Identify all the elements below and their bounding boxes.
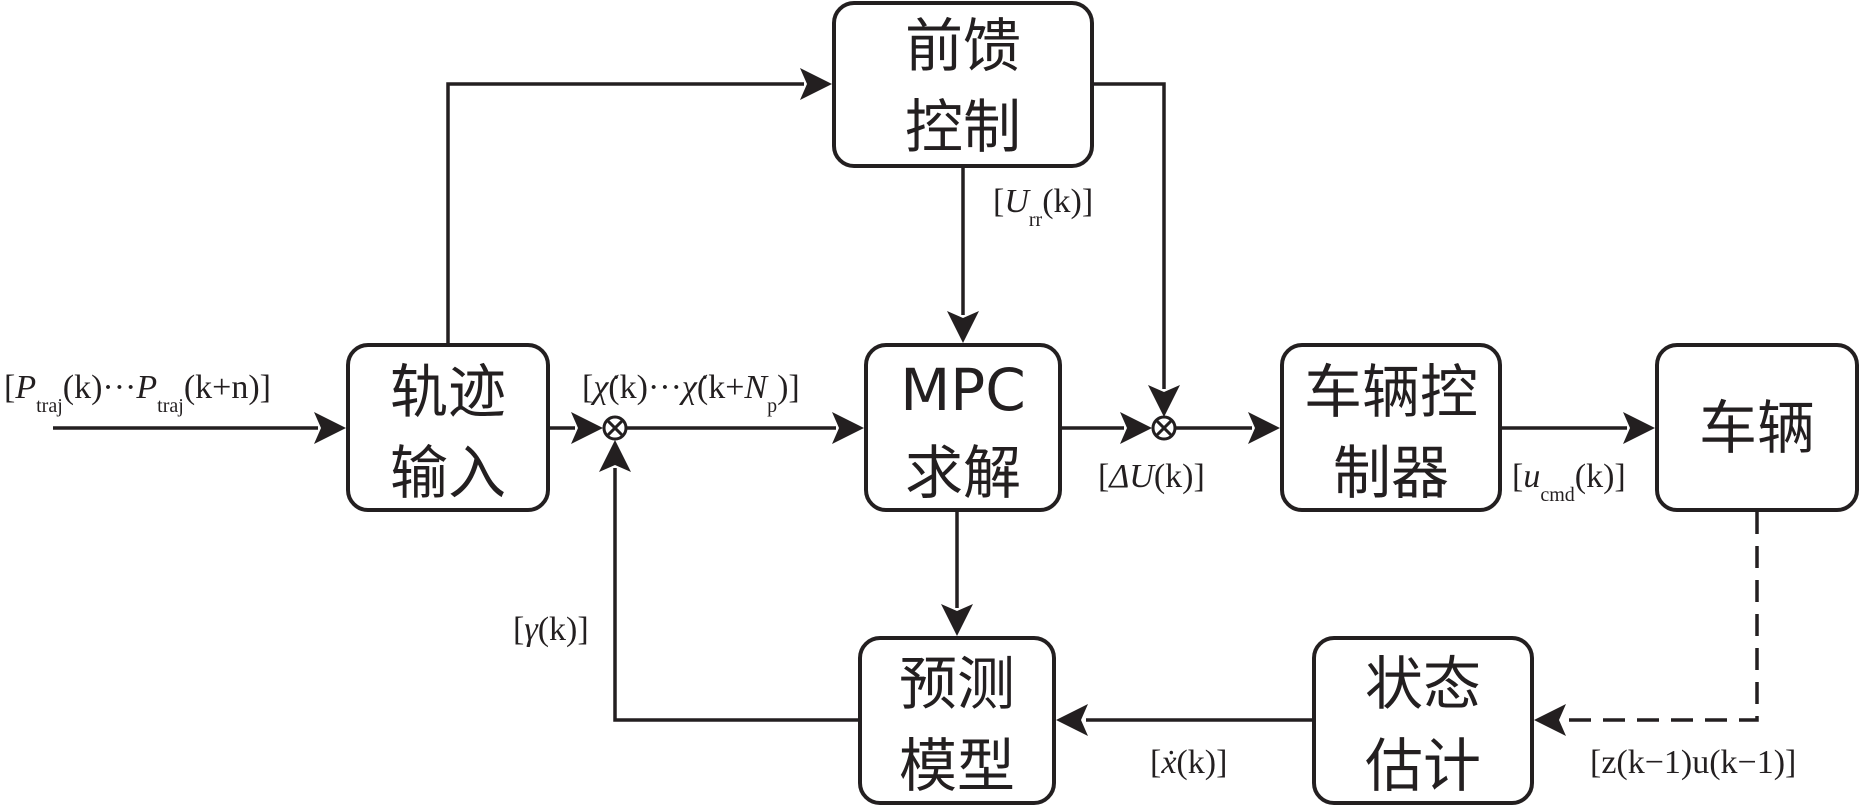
block-mpc-line1: MPC bbox=[900, 356, 1026, 424]
arrow-mpc-to-prediction bbox=[941, 510, 973, 636]
block-state-estimation-line2: 估计 bbox=[1365, 732, 1481, 800]
signal-label-estimated-state: [ẋ(k)] bbox=[1150, 744, 1227, 781]
block-mpc-solver: MPC 求解 bbox=[864, 343, 1062, 512]
block-vehicle-controller: 车辆控 制器 bbox=[1280, 343, 1502, 512]
block-trajectory-line1: 轨迹 bbox=[390, 358, 506, 426]
block-mpc-line2: 求解 bbox=[905, 439, 1021, 507]
block-state-estimation-line1: 状态 bbox=[1365, 650, 1481, 718]
signal-label-control-increment: [ΔU(k)] bbox=[1098, 458, 1205, 495]
signal-label-command: [ucmd(k)] bbox=[1512, 458, 1626, 506]
signal-label-trajectory-points: [Ptraj(k)···Ptraj(k+n)] bbox=[4, 369, 271, 417]
block-prediction-model: 预测 模型 bbox=[858, 636, 1056, 805]
arrow-trajectory-to-junction bbox=[548, 412, 603, 444]
arrow-junction-to-vehicle-controller bbox=[1175, 412, 1280, 444]
block-feedforward-control: 前馈 控制 bbox=[832, 1, 1094, 168]
signal-label-measurement: [z(k−1)u(k−1)] bbox=[1590, 744, 1796, 781]
block-prediction-line1: 预测 bbox=[899, 650, 1015, 718]
arrow-vehicle-to-state-estimation-dashed bbox=[1534, 512, 1759, 736]
arrow-junction-to-mpc bbox=[626, 412, 864, 444]
block-vehicle-controller-line2: 制器 bbox=[1333, 439, 1449, 507]
arrow-input-to-trajectory bbox=[53, 412, 346, 444]
block-prediction-line2: 模型 bbox=[899, 732, 1015, 800]
block-feedforward-line1: 前馈 bbox=[905, 12, 1021, 80]
arrow-prediction-to-left-junction bbox=[599, 440, 860, 722]
summing-junction-left bbox=[602, 415, 628, 441]
arrow-state-estimation-to-prediction bbox=[1056, 704, 1314, 736]
arrow-mpc-to-right-junction bbox=[1060, 412, 1152, 444]
block-vehicle: 车辆 bbox=[1655, 343, 1859, 512]
signal-label-reference-trajectory: [χ̇(k)···χ̇(k+Np)] bbox=[582, 369, 800, 417]
block-vehicle-controller-line1: 车辆控 bbox=[1304, 358, 1478, 426]
arrow-trajectory-to-feedforward bbox=[446, 68, 832, 345]
block-vehicle-line1: 车辆 bbox=[1699, 394, 1815, 462]
signal-label-prediction-output: [γ(k)] bbox=[513, 611, 589, 648]
block-trajectory-line2: 输入 bbox=[390, 439, 506, 507]
block-state-estimation: 状态 估计 bbox=[1312, 636, 1534, 805]
signal-label-feedforward-output: [Urr(k)] bbox=[993, 183, 1093, 231]
arrow-feedforward-to-right-junction bbox=[1092, 82, 1180, 417]
block-trajectory-input: 轨迹 输入 bbox=[346, 343, 550, 512]
block-feedforward-line2: 控制 bbox=[905, 93, 1021, 161]
summing-junction-right bbox=[1151, 415, 1177, 441]
arrow-vehicle-controller-to-vehicle bbox=[1500, 412, 1655, 444]
arrow-feedforward-to-mpc bbox=[947, 166, 979, 343]
